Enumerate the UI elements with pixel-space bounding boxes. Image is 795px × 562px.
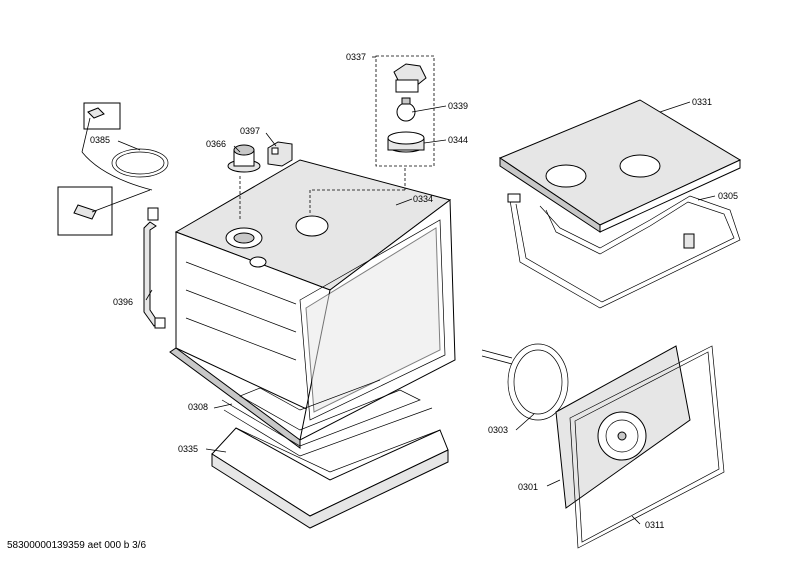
label-0344: 0344 — [448, 135, 468, 145]
label-0366: 0366 — [206, 139, 226, 149]
leader-lines — [117, 56, 716, 525]
top-panel-part — [498, 99, 742, 233]
document-id-footer: 58300000139359 aet 000 b 3/6 — [7, 540, 147, 551]
top-heating-element-part — [507, 193, 741, 309]
label-0331: 0331 — [692, 97, 712, 107]
bracket-part — [267, 141, 293, 167]
label-0303: 0303 — [488, 425, 508, 435]
side-rail-part — [143, 207, 166, 329]
label-0308: 0308 — [188, 402, 208, 412]
lamp-socket-part — [227, 144, 261, 173]
circular-heating-element-part — [481, 343, 569, 421]
label-0385: 0385 — [90, 135, 110, 145]
label-0311: 0311 — [645, 520, 664, 530]
label-0396: 0396 — [113, 297, 133, 307]
label-0337: 0337 — [346, 52, 366, 62]
label-0334: 0334 — [413, 194, 433, 204]
back-panel-part — [555, 345, 691, 509]
label-0301: 0301 — [518, 482, 538, 492]
lamp-assembly-group — [375, 55, 435, 167]
oven-seal-part — [569, 345, 725, 549]
bottom-heating-element-part — [221, 379, 433, 457]
label-0339: 0339 — [448, 101, 468, 111]
oven-cavity-part — [169, 159, 456, 449]
label-0305: 0305 — [718, 191, 738, 201]
label-0335: 0335 — [178, 444, 198, 454]
insulation-part — [211, 427, 449, 529]
label-0397: 0397 — [240, 126, 260, 136]
cable-harness-part — [57, 102, 169, 236]
